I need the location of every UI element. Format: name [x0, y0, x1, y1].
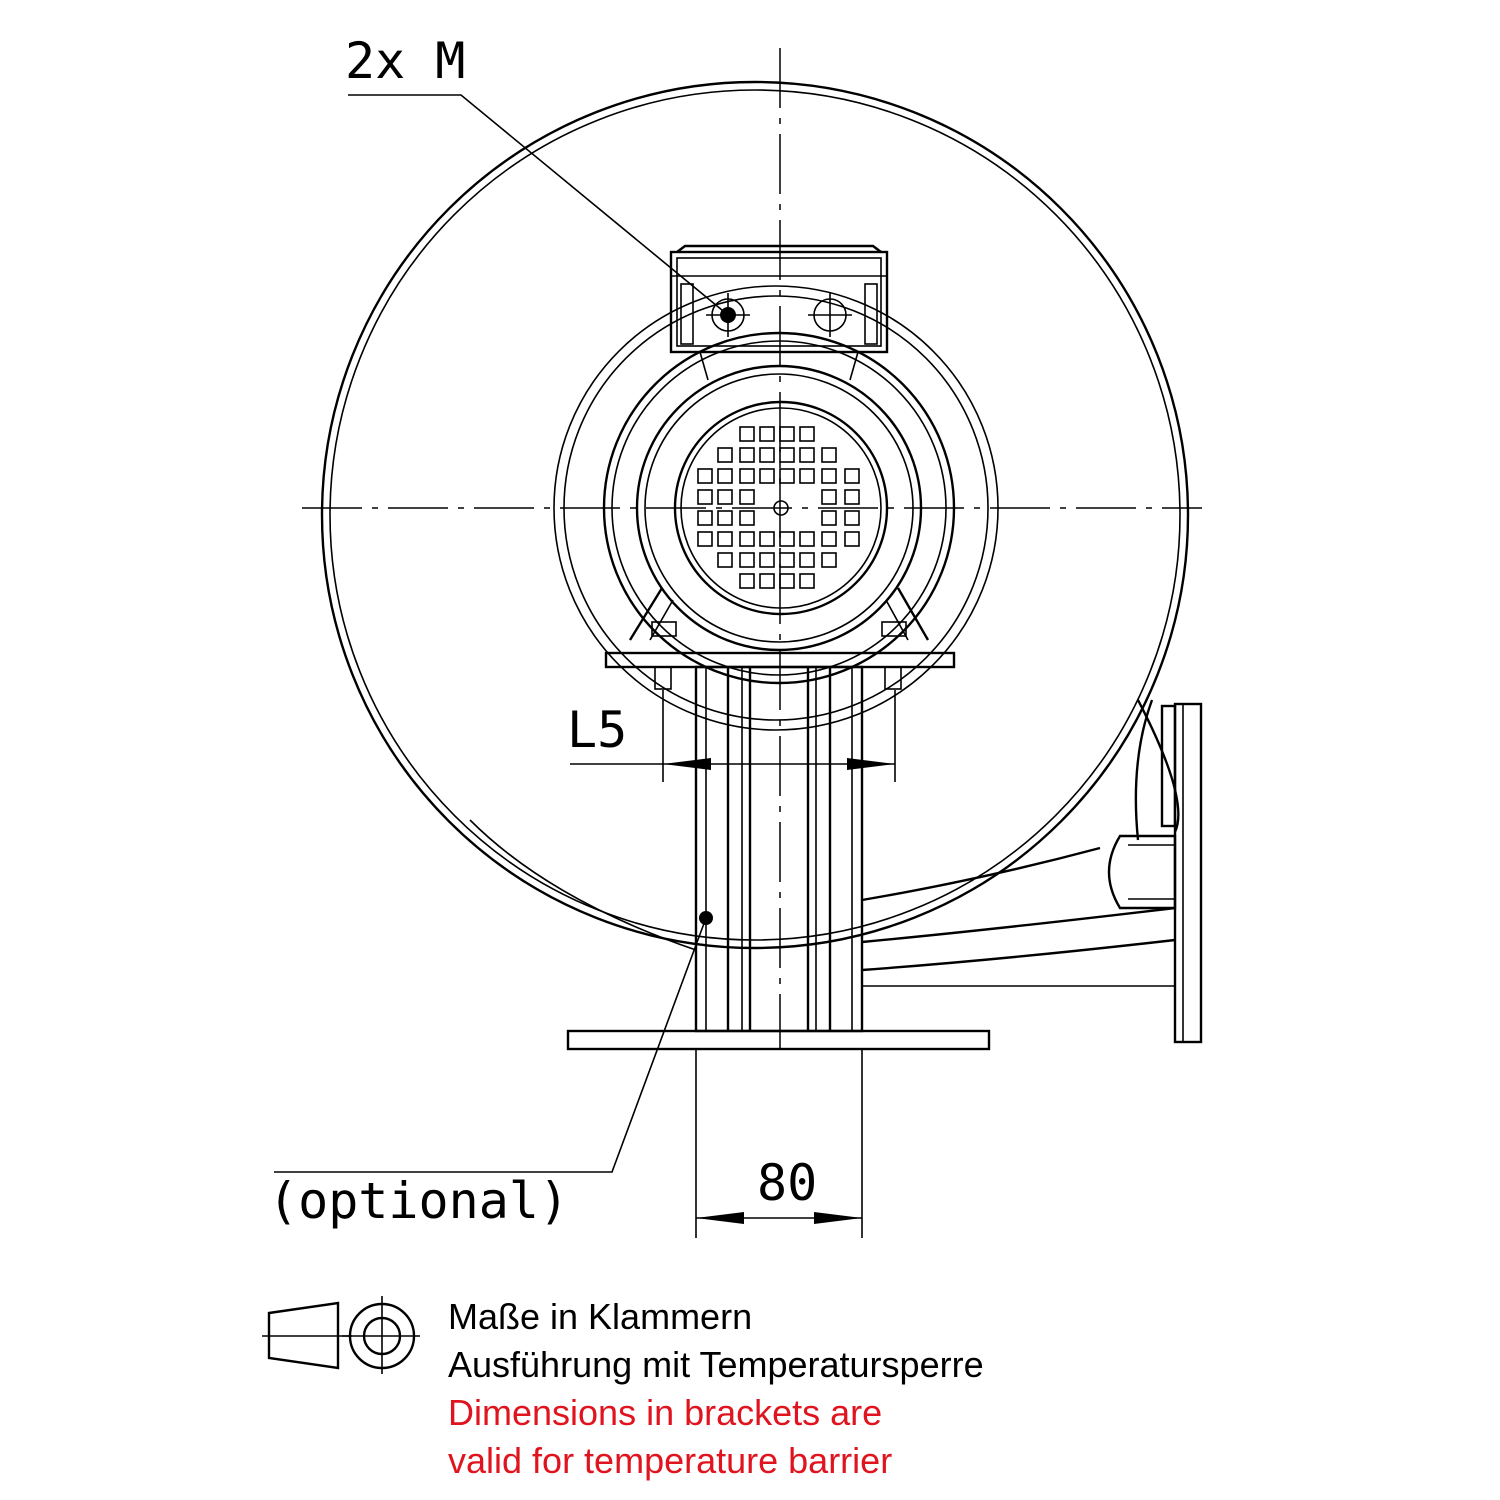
terminal-box	[669, 244, 889, 381]
first-angle-projection-icon	[262, 1296, 420, 1374]
note-line-2: Ausführung mit Temperatursperre	[448, 1344, 984, 1385]
support-pedestal	[566, 651, 991, 1051]
label-optional: (optional)	[268, 1172, 569, 1230]
notes-block: Maße in Klammern Ausführung mit Temperat…	[448, 1293, 984, 1485]
outlet-duct	[861, 699, 1177, 987]
mount-hole-open	[808, 293, 852, 337]
leader-optional: (optional)	[268, 917, 707, 1230]
note-line-3: Dimensions in brackets are	[448, 1392, 883, 1433]
note-line-1: Maße in Klammern	[448, 1296, 753, 1337]
motor-feet	[628, 587, 930, 641]
dimension-80: 80	[695, 1049, 863, 1238]
fan-housing	[320, 80, 1190, 951]
leader-mount-holes: 2x M	[345, 32, 729, 316]
motor	[602, 331, 956, 685]
label-l5: L5	[567, 701, 627, 759]
note-line-4: valid for temperature barrier	[448, 1440, 893, 1481]
centerlines	[302, 48, 1202, 1050]
label-80: 80	[757, 1154, 817, 1212]
fan-cover-grid	[697, 426, 860, 589]
dimension-l5: L5	[567, 690, 896, 782]
outlet-flange	[1160, 702, 1203, 1044]
label-2x-m: 2x M	[345, 32, 465, 90]
